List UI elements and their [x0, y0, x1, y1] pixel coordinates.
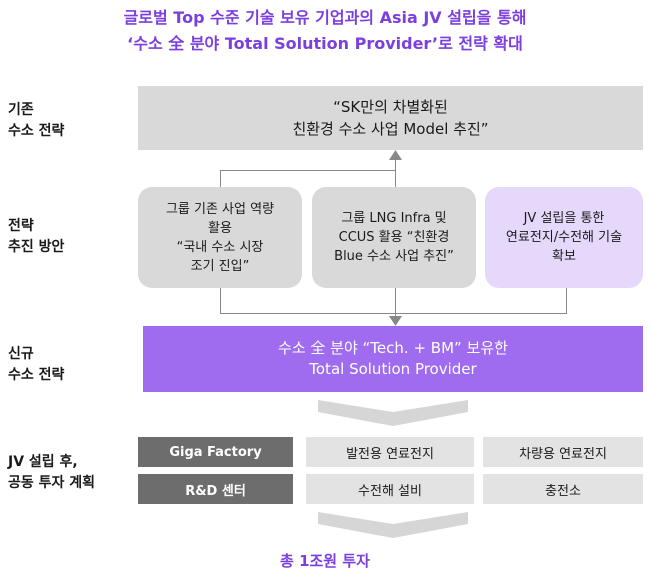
row-label-new: 신규 수소 전략	[8, 346, 65, 383]
plan-cell-vehicle-fuel-cell: 차량용 연료전지	[483, 437, 643, 467]
method-box-1: 그룹 기존 사업 역량 활용 “국내 수소 시장 조기 진입”	[138, 187, 302, 288]
total-investment: 총 1조원 투자	[280, 552, 370, 570]
connector-bottom-horizontal	[220, 313, 567, 314]
method-box-2: 그룹 LNG Infra 및 CCUS 활용 “친환경 Blue 수소 사업 추…	[312, 187, 476, 288]
connector-bottom-left-vertical	[220, 288, 221, 313]
arrow-up-icon	[389, 150, 402, 160]
row-label-existing: 기존 수소 전략	[8, 102, 65, 139]
plan-cell-power-fuel-cell: 발전용 연료전지	[306, 437, 474, 467]
row-label-methods: 전략 추진 방안	[8, 218, 65, 255]
chevron-down-icon-2	[318, 512, 468, 538]
new-strategy-bar: 수소 全 분야 “Tech. + BM” 보유한 Total Solution …	[143, 326, 643, 392]
connector-bottom-right-vertical	[566, 288, 567, 313]
plan-cell-giga-factory: Giga Factory	[138, 437, 293, 467]
connector-bottom-center-vertical	[395, 288, 396, 316]
plan-cell-electrolysis: 수전해 설비	[306, 474, 474, 504]
title-line-2: ‘수소 全 분야 Total Solution Provider’로 전략 확대	[127, 34, 523, 53]
chevron-down-icon	[318, 400, 468, 426]
plan-cell-charging-station: 충전소	[483, 474, 643, 504]
connector-top-center-vertical	[395, 158, 396, 187]
connector-top-horizontal	[220, 170, 396, 171]
method-box-3: JV 설립을 통한 연료전지/수전해 기술 확보	[485, 187, 643, 288]
title-line-1: 글로벌 Top 수준 기술 보유 기업과의 Asia JV 설립을 통해	[123, 8, 527, 27]
arrow-down-icon	[389, 316, 402, 326]
row-label-plan: JV 설립 후, 공동 투자 계획	[8, 454, 96, 491]
existing-strategy-box: “SK만의 차별화된 친환경 수소 사업 Model 추진”	[138, 86, 643, 150]
plan-cell-rnd-center: R&D 센터	[138, 474, 293, 504]
connector-top-left-vertical	[220, 170, 221, 187]
